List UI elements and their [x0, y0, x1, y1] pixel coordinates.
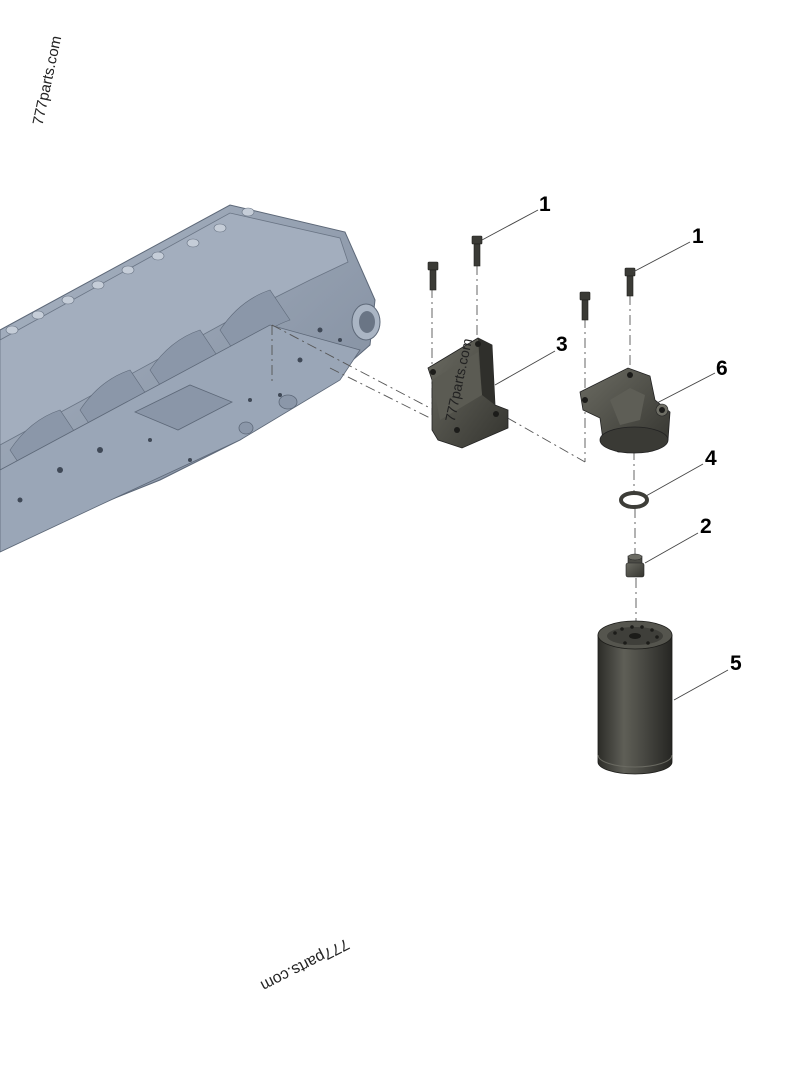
nipple-fitting: [625, 553, 645, 578]
oil-filter: [597, 620, 673, 775]
bolt-3: [579, 291, 591, 321]
seal-ring: [619, 491, 649, 509]
callout-labels: 1 1 3 6 4 2 5: [539, 193, 742, 675]
callout-nipple: 2: [700, 515, 712, 538]
callout-bolt-a: 1: [539, 193, 551, 216]
callout-filter: 5: [730, 652, 742, 675]
mounting-bracket: [427, 337, 509, 449]
callout-filter-head: 6: [716, 357, 728, 380]
bolt-1: [427, 261, 439, 291]
bolt-group: [427, 235, 636, 321]
engine-block: [0, 204, 381, 553]
bolt-2: [471, 235, 483, 267]
callout-bracket: 3: [556, 333, 568, 356]
leader-lines: [481, 209, 729, 701]
bolt-4: [624, 267, 636, 297]
callout-seal-ring: 4: [705, 447, 717, 470]
filter-head: [579, 367, 671, 454]
callout-bolt-b: 1: [692, 225, 704, 248]
